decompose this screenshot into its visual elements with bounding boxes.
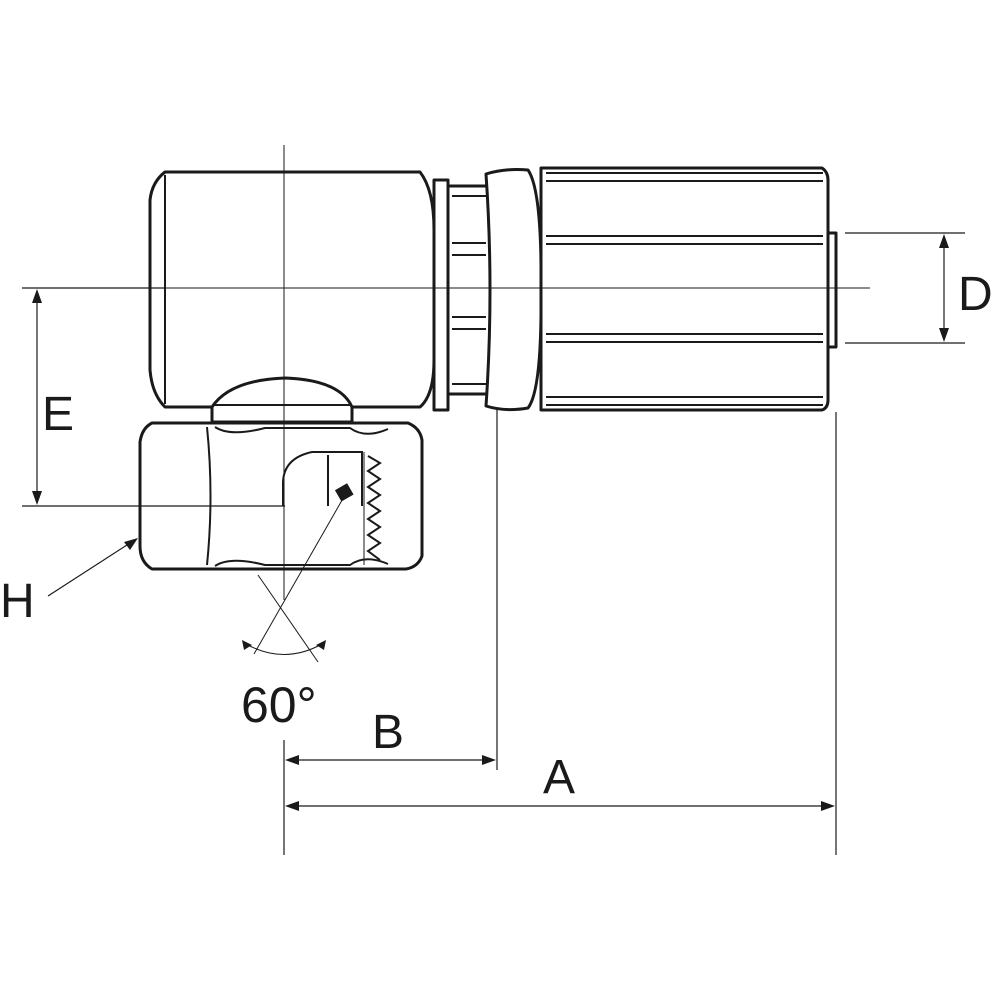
swivel-dome — [210, 376, 354, 424]
center-lines — [120, 145, 870, 600]
angle-label: 60° — [241, 677, 317, 733]
elbow-body — [148, 170, 436, 409]
dimension-A — [285, 412, 837, 855]
hose-socket — [539, 166, 838, 412]
leader-H — [47, 538, 138, 597]
hex-shoulder — [432, 168, 543, 412]
label-A: A — [543, 751, 575, 804]
dimension-E — [22, 287, 285, 507]
angle-indicator — [242, 494, 346, 663]
label-E: E — [42, 388, 74, 441]
label-B: B — [372, 706, 404, 759]
dimension-D — [845, 232, 965, 344]
swivel-nut — [138, 421, 424, 571]
label-D: D — [958, 268, 993, 321]
dimension-B — [283, 410, 498, 855]
label-H: H — [0, 575, 35, 628]
